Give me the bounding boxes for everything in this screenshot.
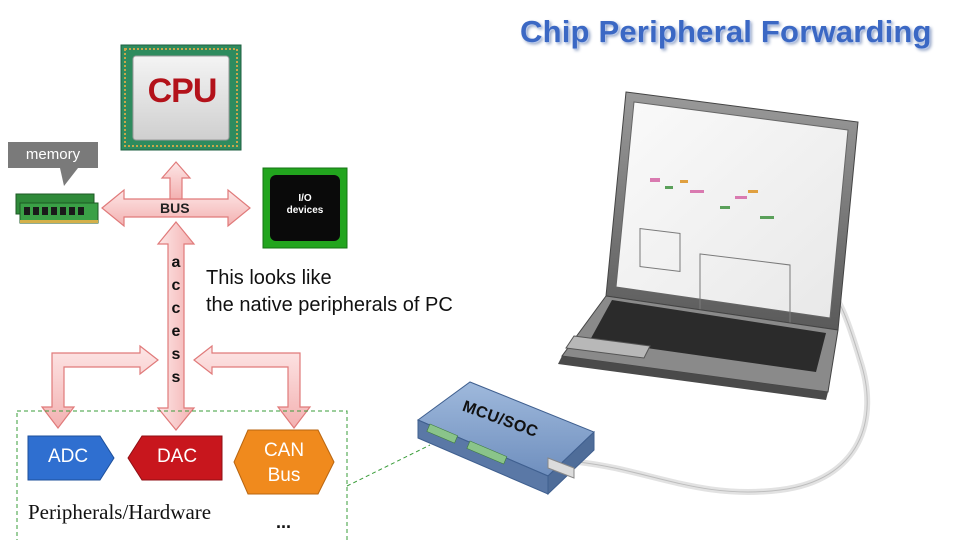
bus-arrow [101, 188, 251, 228]
access-letter: a [171, 254, 181, 271]
memory-callout: memory [8, 142, 98, 168]
access-letter: s [171, 369, 181, 386]
more-peripherals-ellipsis: ... [276, 512, 292, 532]
access-letter: c [171, 300, 181, 317]
memory-icon [15, 193, 99, 224]
note-line1: This looks like [206, 267, 332, 289]
cpu-arrow [160, 161, 192, 200]
cpu-chip-icon [120, 44, 242, 151]
access-letter: c [171, 277, 181, 294]
io-devices-icon [262, 167, 348, 249]
memory-callout-pointer [60, 168, 78, 186]
can-label-line1: CAN [263, 440, 305, 461]
note-line2: the native peripherals of PC [206, 294, 453, 316]
cpu-label: CPU [147, 72, 218, 110]
connector-dashed-line [346, 444, 431, 487]
io-devices-label: I/O devices [270, 193, 340, 217]
page-title: Chip Peripheral Forwarding [520, 14, 932, 49]
adc-label: ADC [47, 446, 89, 467]
io-label-line2: devices [286, 205, 324, 216]
dac-block [127, 435, 223, 481]
laptop-icon [558, 91, 859, 400]
peripherals-hardware-label: Peripherals/Hardware [28, 500, 212, 524]
access-arrow [156, 221, 196, 431]
peripherals-group-border [16, 410, 348, 540]
can-arrow [193, 344, 312, 429]
io-label-line1: I/O [298, 193, 312, 204]
access-letter: s [171, 346, 181, 363]
dac-label: DAC [156, 446, 198, 467]
access-letter: e [171, 323, 181, 340]
bus-label: BUS [160, 200, 190, 216]
can-label-line2: Bus [267, 465, 301, 486]
can-bus-label: CAN Bus [244, 438, 324, 488]
adc-arrow [40, 344, 159, 429]
adc-block [27, 435, 115, 481]
native-peripherals-note: This looks like the native peripherals o… [206, 265, 453, 319]
mcu-soc-device-icon [416, 381, 595, 496]
can-bus-block [233, 429, 335, 495]
